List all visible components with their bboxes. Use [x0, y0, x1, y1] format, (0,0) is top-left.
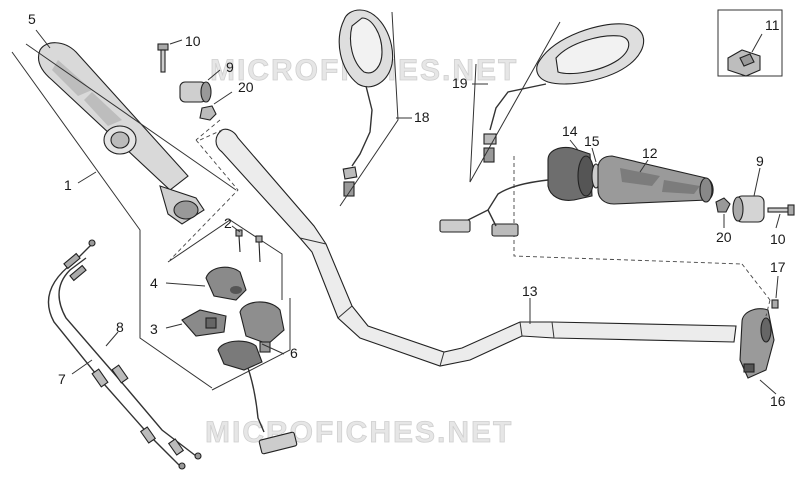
- callout-2: 2: [224, 215, 232, 231]
- callout-10-right: 10: [770, 231, 786, 247]
- leader-1: [77, 171, 97, 184]
- watermark-bottom: MICROFICHES.NET: [205, 416, 513, 449]
- insert-20-left: [199, 105, 217, 121]
- callout-14: 14: [562, 123, 578, 139]
- right-grip-12: [597, 155, 714, 205]
- callout-5: 5: [28, 11, 36, 27]
- callout-20-right: 20: [716, 229, 732, 245]
- cables-7-8: [47, 239, 202, 470]
- connectors-right: [439, 209, 519, 237]
- clamp-11: [727, 49, 761, 77]
- mirror-left: [338, 9, 394, 197]
- callout-8: 8: [116, 319, 124, 335]
- bolt-10-left: [157, 43, 169, 73]
- mirror-right: [483, 23, 645, 163]
- callout-18: 18: [414, 109, 430, 125]
- callout-11: 11: [765, 17, 780, 33]
- callout-16: 16: [770, 393, 786, 409]
- throttle-housing-14: [547, 146, 595, 201]
- callout-10-left: 10: [185, 33, 201, 49]
- callout-13: 13: [522, 283, 538, 299]
- handlebar-13: [215, 128, 737, 367]
- switch-wire: [247, 367, 265, 433]
- callout-6: 6: [290, 345, 298, 361]
- callout-1: 1: [64, 177, 72, 193]
- switch-housing-6: [217, 301, 285, 371]
- leader-5: [35, 29, 51, 49]
- callout-9-left: 9: [226, 59, 234, 75]
- screw-17: [771, 299, 779, 309]
- callout-15: 15: [584, 133, 600, 149]
- callout-17: 17: [770, 259, 786, 275]
- connector-left: [258, 431, 298, 455]
- weight-9-left: [179, 81, 212, 103]
- left-grip: [37, 42, 205, 225]
- bolt-10-right: [767, 204, 795, 216]
- switch-16: [739, 308, 775, 379]
- callout-4: 4: [150, 275, 158, 291]
- switch-housing-4: [205, 266, 247, 301]
- screws-2: [235, 229, 263, 263]
- inset-box-11: [717, 9, 783, 77]
- weight-9-right: [732, 195, 765, 223]
- insert-20-right: [715, 197, 731, 213]
- throttle-wire: [467, 179, 549, 221]
- callout-7: 7: [58, 371, 66, 387]
- callout-9-right: 9: [756, 153, 764, 169]
- switch-3: [181, 309, 227, 337]
- callout-20-left: 20: [238, 79, 254, 95]
- callout-3: 3: [150, 321, 158, 337]
- leader-1-frame: [11, 51, 213, 389]
- callout-19: 19: [452, 75, 468, 91]
- callout-12: 12: [642, 145, 658, 161]
